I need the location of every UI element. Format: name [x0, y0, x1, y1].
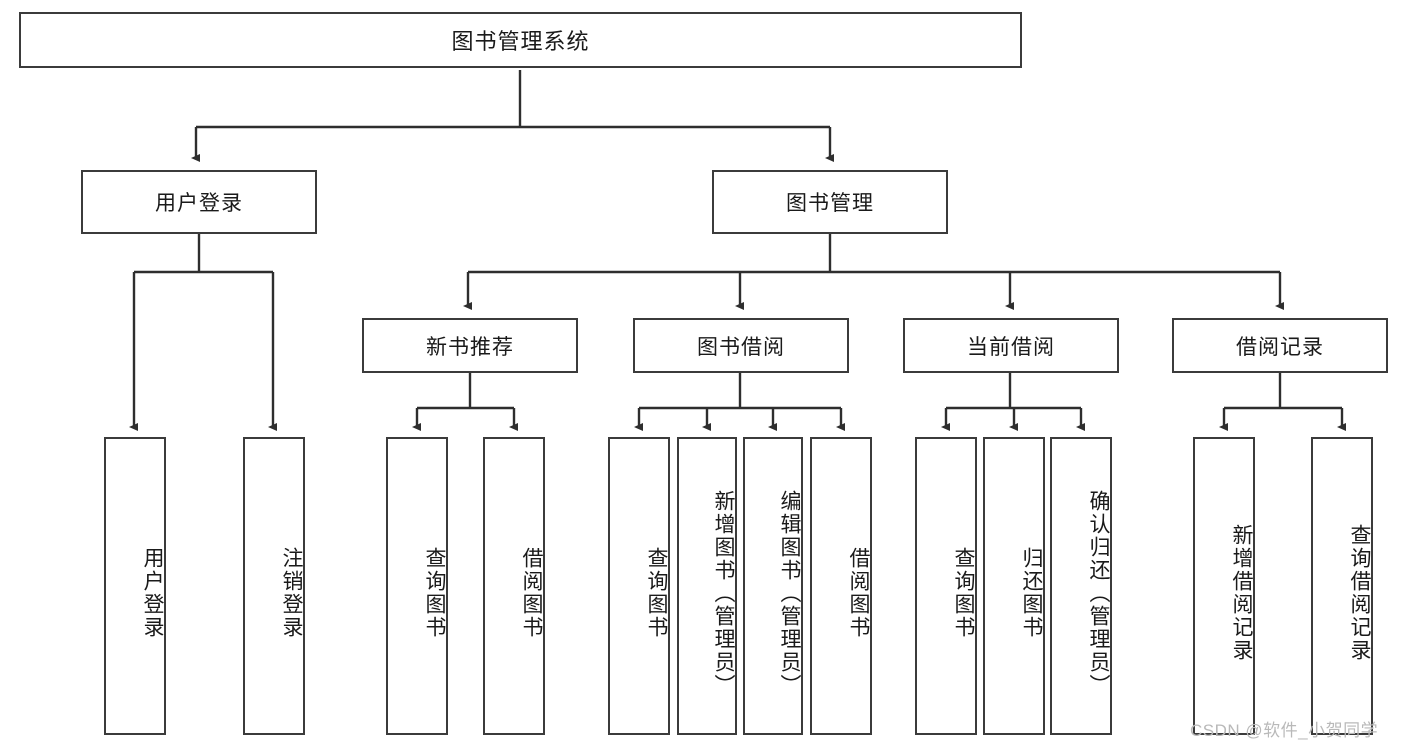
node-label: 用户登录 [155, 192, 243, 215]
leaf-borrow-add-book-admin[interactable]: 新增图书（管理员） [677, 437, 737, 735]
node-label: 用户登录 [141, 547, 164, 639]
leaf-logout[interactable]: 注销登录 [243, 437, 305, 735]
node-label: 图书管理系统 [451, 29, 590, 54]
leaf-current-confirm-return-admin[interactable]: 确认归还（管理员） [1050, 437, 1112, 735]
node-label: 查询图书 [645, 547, 668, 639]
node-label: 确认归还（管理员） [1087, 489, 1110, 697]
leaf-current-query-book[interactable]: 查询图书 [915, 437, 977, 735]
node-book-management[interactable]: 图书管理 [712, 170, 948, 234]
node-label: 查询借阅记录 [1348, 524, 1371, 662]
leaf-current-return-book[interactable]: 归还图书 [983, 437, 1045, 735]
leaf-user-login[interactable]: 用户登录 [104, 437, 166, 735]
node-label: 归还图书 [1020, 547, 1043, 639]
node-label: 借阅图书 [520, 547, 543, 639]
leaf-borrow-edit-book-admin[interactable]: 编辑图书（管理员） [743, 437, 803, 735]
node-label: 新增借阅记录 [1230, 524, 1253, 662]
leaf-record-add-record[interactable]: 新增借阅记录 [1193, 437, 1255, 735]
node-borrow-record[interactable]: 借阅记录 [1172, 318, 1388, 373]
node-label: 新书推荐 [426, 335, 514, 359]
leaf-borrow-query-book[interactable]: 查询图书 [608, 437, 670, 735]
leaf-record-query-record[interactable]: 查询借阅记录 [1311, 437, 1373, 735]
node-label: 图书管理 [786, 192, 874, 215]
node-user-login[interactable]: 用户登录 [81, 170, 317, 234]
leaf-newbook-query-book[interactable]: 查询图书 [386, 437, 448, 735]
node-new-book-recommend[interactable]: 新书推荐 [362, 318, 578, 373]
leaf-borrow-borrow-book[interactable]: 借阅图书 [810, 437, 872, 735]
node-label: 借阅记录 [1236, 335, 1324, 359]
node-label: 当前借阅 [967, 335, 1055, 359]
watermark: CSDN @软件_小贺同学 [1190, 721, 1379, 740]
leaf-newbook-borrow-book[interactable]: 借阅图书 [483, 437, 545, 735]
node-book-borrow[interactable]: 图书借阅 [633, 318, 849, 373]
node-current-borrow[interactable]: 当前借阅 [903, 318, 1119, 373]
node-label: 查询图书 [952, 547, 975, 639]
node-label: 图书借阅 [697, 335, 785, 359]
node-label: 编辑图书（管理员） [778, 489, 801, 697]
node-root-library-system[interactable]: 图书管理系统 [19, 12, 1022, 68]
node-label: 借阅图书 [847, 547, 870, 639]
node-label: 查询图书 [423, 547, 446, 639]
node-label: 新增图书（管理员） [712, 489, 735, 697]
node-label: 注销登录 [280, 547, 303, 639]
